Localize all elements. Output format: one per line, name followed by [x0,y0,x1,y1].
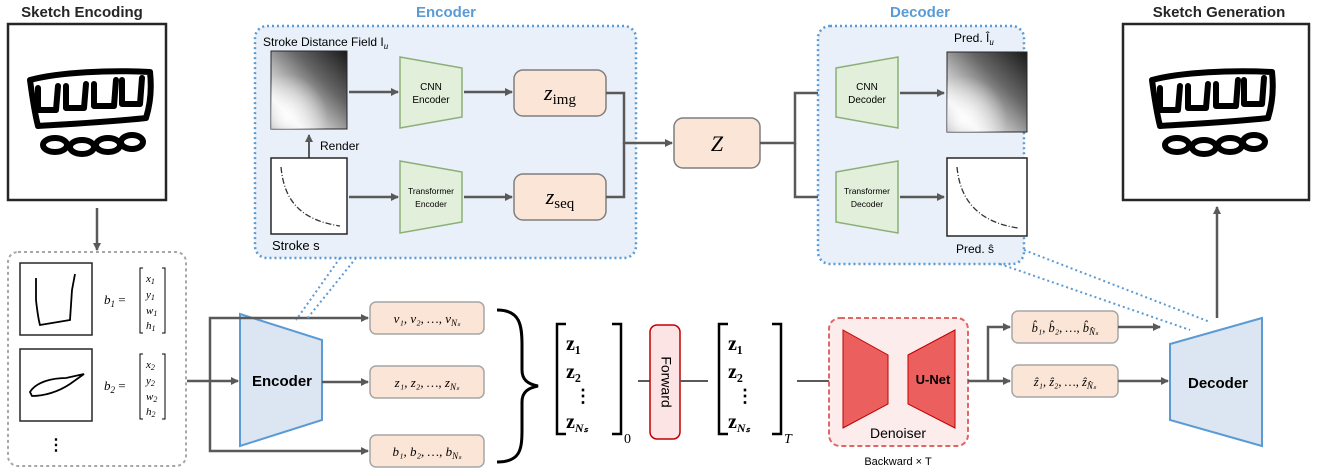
svg-text:b1 =: b1 = [104,292,126,309]
pred-iu-label: Pred. Îu [954,30,994,47]
unet-left-block [842,329,889,429]
sdf-label: Stroke Distance Field Iu [263,35,389,51]
arrow-input-to-v-tokens [208,314,369,381]
latent-matrix-T: z₁ z₂ ⋮ zNₛ T [717,322,793,447]
stroke-1-thumb [19,262,93,336]
stroke-label: Stroke s [272,238,320,253]
main-encoder-label: Encoder [252,373,312,390]
encoder-callout [295,257,357,321]
svg-text:h1: h1 [146,320,156,333]
cnn-encoder-block [399,56,463,129]
transformer-decoder-label-1: Transformer [844,186,890,196]
unet-label: U-Net [916,372,951,387]
cnn-encoder-label-1: CNN [420,82,442,93]
z-hat-text: ẑ₁, ẑ₂, …, ẑN̂ₛ [1033,375,1097,391]
main-encoder-block [239,312,323,448]
title-sketch-generation: Sketch Generation [1153,4,1286,21]
cnn-decoder-block [835,56,899,129]
svg-text:x1: x1 [145,273,155,286]
svg-text:zNₛ: zNₛ [566,411,589,435]
b-tokens-box [369,434,485,468]
svg-text:z₁: z₁ [728,333,743,355]
cnn-decoder-label-2: Decoder [848,95,886,106]
Z-label: Z [711,131,724,156]
arrow-Z-to-cnn-decoder [760,89,835,145]
forward-label: Forward [658,356,674,407]
decoder-callout [999,249,1211,331]
arrow-zseq-to-Z [606,143,626,199]
svg-text:⋮: ⋮ [736,386,754,406]
main-decoder-block [1169,316,1263,448]
sketch-generation-box [1121,22,1311,202]
latent-matrix-0: z₁ z₂ ⋮ zNₛ 0 [555,322,631,447]
arrow-zimg-to-Z [606,91,673,147]
sketch-encoding-box [6,22,168,202]
b-tokens-text: b₁, b₂, …, bNₛ [393,444,463,461]
backward-label: Backward × T [864,456,932,468]
title-sketch-encoding: Sketch Encoding [21,4,143,21]
v-tokens-text: v₁, v₂, …, vNₛ [394,311,461,328]
svg-text:y1: y1 [145,289,155,302]
render-label: Render [320,139,359,153]
svg-text:w2: w2 [146,391,157,404]
b2-vector: b2 = x2 y2 w2 h2 [104,353,166,420]
arrow-to-b-hat [986,323,1011,381]
bus-sketch-output [1149,68,1276,157]
stroke-2-thumb [19,348,93,422]
svg-text:z₂: z₂ [566,361,581,383]
z-seq-label: zseq [545,184,575,212]
svg-text:z₁: z₁ [566,333,581,355]
v-tokens-box [369,301,485,335]
title-decoder: Decoder [890,4,950,21]
bus-sketch-input [27,68,154,157]
unet-right-block [907,329,956,429]
svg-text:y2: y2 [145,375,155,388]
arrow-input-to-b-tokens [208,381,369,455]
svg-text:w1: w1 [146,305,157,318]
main-decoder-label: Decoder [1188,375,1248,392]
b-hat-text: b̂₁, b̂₂, …, b̂N̂ₛ [1032,321,1099,337]
svg-text:0: 0 [624,432,631,447]
svg-text:⋮: ⋮ [574,386,592,406]
pred-s-curve [956,166,1019,229]
sdf-image-glow [271,51,347,129]
pred-s-image [946,157,1028,237]
transformer-decoder-label-2: Decoder [851,199,883,209]
curly-brace [496,308,539,464]
svg-text:b2 =: b2 = [104,378,126,395]
z-img-label: zimg [543,80,576,108]
transformer-encoder-label-1: Transformer [408,186,454,196]
svg-text:x2: x2 [145,359,155,372]
title-encoder: Encoder [416,4,476,21]
svg-text:z₂: z₂ [728,361,743,383]
svg-text:zNₛ: zNₛ [728,411,751,435]
pred-iu-image-glow [947,52,1027,132]
denoiser-label: Denoiser [870,425,926,441]
z-tokens-text: z₁, z₂, …, zNₛ [394,375,460,392]
svg-text:T: T [784,432,793,447]
stroke-image [270,157,348,235]
pred-s-label: Pred. ŝ [956,242,994,256]
cnn-encoder-label-2: Encoder [412,95,450,106]
transformer-decoder-block [835,160,899,234]
input-ellipsis: ⋮ [48,437,64,454]
stroke-2-path [28,373,85,397]
transformer-encoder-block [399,160,463,234]
transformer-encoder-label-2: Encoder [415,199,447,209]
b1-vector: b1 = x1 y1 w1 h1 [104,267,166,334]
cnn-decoder-label-1: CNN [856,82,878,93]
stroke-1-path [35,273,76,327]
svg-text:h2: h2 [146,406,156,419]
stroke-curve [280,166,341,227]
z-tokens-box [369,365,485,399]
